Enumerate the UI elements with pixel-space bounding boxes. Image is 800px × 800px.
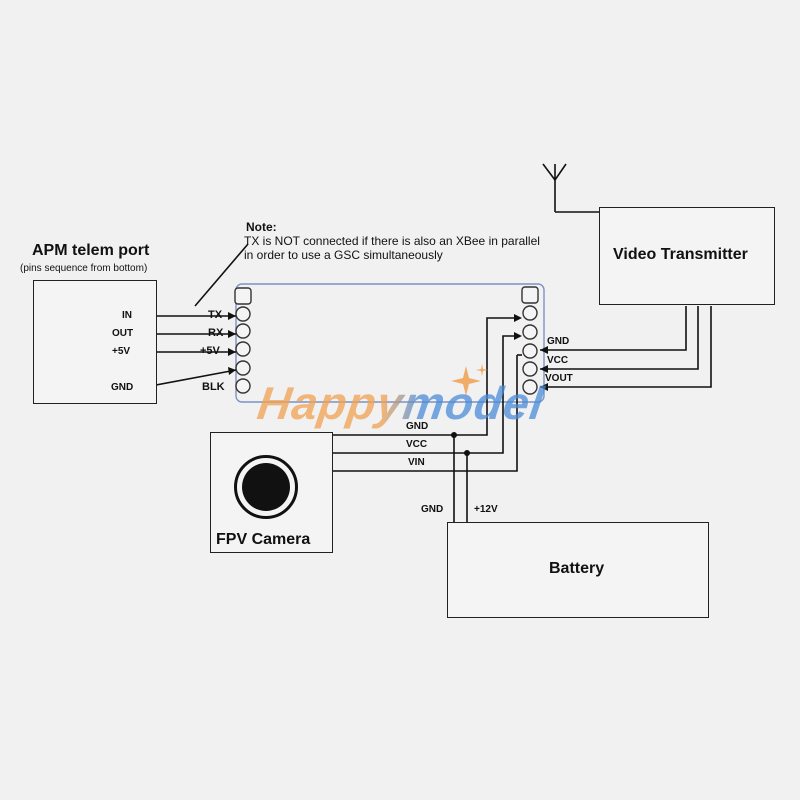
osd-board — [235, 283, 545, 403]
apm-pin-gnd: GND — [111, 382, 134, 393]
arrowheads-left — [228, 312, 236, 375]
camera-wire-vcc: VCC — [406, 439, 428, 450]
apm-title: APM telem port — [32, 242, 150, 259]
note-pointer — [194, 243, 249, 307]
fpv-camera-box — [210, 432, 333, 553]
video-transmitter-box — [599, 207, 775, 305]
arrowheads-board-right — [514, 314, 522, 340]
board-pin-vcc: VCC — [547, 355, 569, 366]
camera-lens-icon — [234, 455, 298, 519]
watermark-sparkle-icon — [451, 364, 488, 396]
board-pin-rx: RX — [208, 327, 224, 339]
junction-gnd — [451, 432, 457, 438]
battery-wire-gnd: GND — [421, 504, 444, 515]
apm-pin-out: OUT — [112, 328, 134, 339]
watermark-text: Happymodel — [254, 377, 548, 429]
camera-wire-vin: VIN — [408, 457, 425, 468]
fpv-camera-label: FPV Camera — [216, 531, 311, 548]
apm-pin-5v: +5V — [112, 346, 131, 357]
arrowheads-right — [540, 346, 548, 391]
board-right-pin-header — [521, 286, 539, 395]
battery-label: Battery — [549, 560, 605, 577]
antenna-icon — [542, 163, 600, 213]
apm-subtitle: (pins sequence from bottom) — [20, 263, 148, 274]
board-pin-tx: TX — [208, 309, 223, 321]
battery-box — [447, 522, 709, 618]
junction-vcc — [464, 450, 470, 456]
note-heading: Note: — [246, 220, 277, 234]
battery-wires — [453, 435, 468, 522]
board-pin-5v: +5V — [200, 345, 220, 357]
camera-wires — [332, 317, 522, 472]
video-transmitter-label: Video Transmitter — [613, 246, 748, 263]
camera-wire-gnd: GND — [406, 421, 429, 432]
apm-pin-in: IN — [122, 310, 132, 321]
battery-wire-12v: +12V — [474, 504, 498, 515]
board-pin-blk: BLK — [202, 381, 225, 393]
board-left-pin-header — [234, 287, 252, 394]
board-pin-vout: VOUT — [545, 373, 573, 384]
note-line-1: TX is NOT connected if there is also an … — [244, 234, 540, 248]
apm-telem-port-box — [33, 280, 157, 404]
vtx-wires — [540, 306, 712, 388]
board-pin-gnd: GND — [547, 336, 570, 347]
note-line-2: in order to use a GSC simultaneously — [244, 248, 443, 262]
